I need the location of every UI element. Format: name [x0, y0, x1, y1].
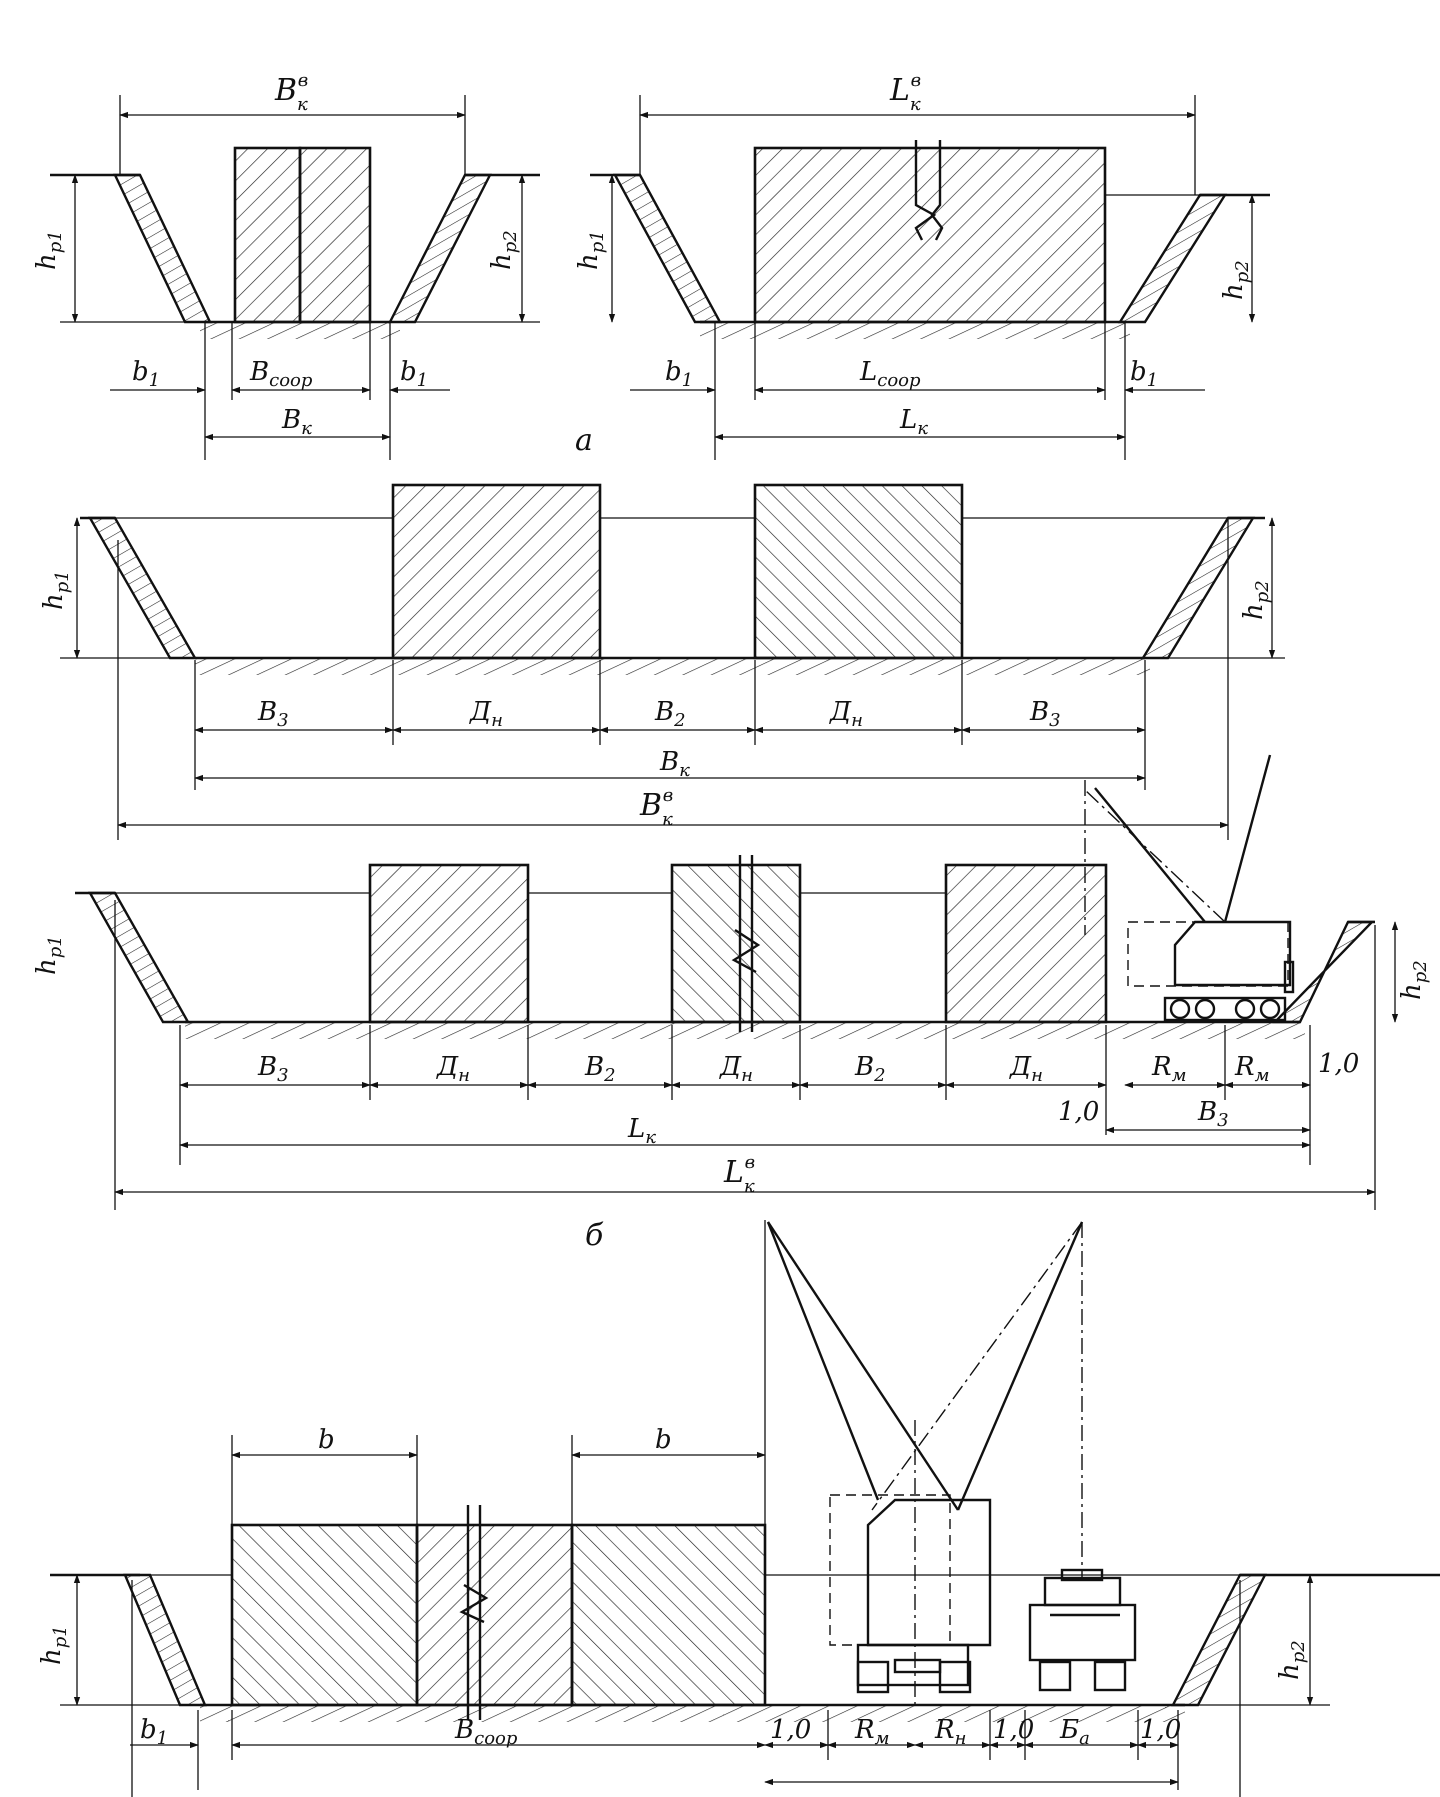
svg-text:B2: B2 — [654, 697, 686, 731]
panel-a-labels: Bкв Lкв hp1 hp2 hp1 hp2 b1 Bсоор b1 Bк b… — [32, 70, 1253, 458]
svg-text:hp2: hp2 — [1219, 260, 1253, 300]
panel-v-section — [50, 1220, 1440, 1797]
crawler-crane-icon — [1084, 754, 1295, 1022]
svg-text:hp1: hp1 — [32, 230, 66, 270]
svg-text:Дн: Дн — [1009, 1052, 1043, 1086]
truck-icon — [1028, 1568, 1137, 1692]
svg-text:hp1: hp1 — [32, 935, 66, 975]
svg-text:Rн: Rн — [934, 1715, 966, 1749]
svg-text:b1: b1 — [665, 357, 693, 391]
svg-text:Bкв: Bкв — [639, 785, 673, 830]
panel-a-section-length — [590, 95, 1270, 460]
svg-text:b1: b1 — [400, 357, 428, 391]
foundation-block-icon — [233, 146, 302, 324]
panel-b-lower-section — [75, 754, 1399, 1210]
svg-text:hp1: hp1 — [574, 230, 608, 270]
svg-text:Ба: Ба — [1059, 1715, 1090, 1749]
panel-b-caption: б — [585, 1218, 604, 1253]
crawler-crane-icon — [764, 1220, 1084, 1705]
svg-text:B3: B3 — [1029, 697, 1061, 731]
svg-text:1,0: 1,0 — [1318, 1049, 1359, 1079]
svg-text:Rм: Rм — [1234, 1052, 1270, 1086]
svg-text:hp2: hp2 — [1397, 960, 1431, 1000]
svg-text:Lсоор: Lсоор — [859, 357, 921, 391]
svg-text:hp1: hp1 — [37, 1625, 71, 1665]
svg-text:b1: b1 — [140, 1715, 168, 1749]
svg-text:Lкв: Lкв — [889, 70, 921, 115]
svg-text:Bк: Bк — [281, 405, 312, 439]
panel-b-upper-section — [60, 483, 1285, 840]
svg-text:Bк: Bк — [659, 747, 690, 781]
svg-text:B3: B3 — [257, 697, 289, 731]
svg-text:Bсоор: Bсоор — [249, 357, 313, 391]
excavation-slope-icon — [113, 173, 212, 324]
svg-text:b: b — [655, 1425, 672, 1455]
svg-text:Lк: Lк — [899, 405, 928, 439]
svg-text:1,0: 1,0 — [1058, 1097, 1099, 1127]
svg-text:1,0: 1,0 — [1140, 1715, 1181, 1745]
svg-text:b1: b1 — [132, 357, 160, 391]
panel-b-upper-labels: hp1 hp2 B3 Дн B2 Дн B3 Bк Bкв — [39, 570, 1273, 830]
svg-text:Lк: Lк — [627, 1114, 656, 1148]
panel-a-section-width — [50, 95, 540, 460]
svg-text:B3: B3 — [1197, 1097, 1229, 1131]
svg-text:Дн: Дн — [469, 697, 503, 731]
svg-text:hp2: hp2 — [1275, 1640, 1309, 1680]
svg-text:Bсоор: Bсоор — [454, 1715, 518, 1749]
svg-text:hp2: hp2 — [1239, 580, 1273, 620]
svg-text:b1: b1 — [1130, 357, 1158, 391]
svg-text:Lкв: Lкв — [723, 1152, 755, 1197]
svg-text:Дн: Дн — [829, 697, 863, 731]
svg-text:Rм: Rм — [1151, 1052, 1187, 1086]
svg-text:Дн: Дн — [719, 1052, 753, 1086]
svg-text:1,0: 1,0 — [770, 1715, 811, 1745]
svg-text:B2: B2 — [854, 1052, 886, 1086]
panel-v-labels: b b hp1 hp2 b1 Bсоор 1,0 Rм Rн 1,0 Ба 1,… — [37, 1425, 1309, 1749]
panel-a-caption: а — [575, 423, 593, 458]
svg-text:B3: B3 — [257, 1052, 289, 1086]
svg-text:hp1: hp1 — [39, 570, 73, 610]
svg-text:b: b — [318, 1425, 335, 1455]
svg-text:Дн: Дн — [436, 1052, 470, 1086]
svg-text:B2: B2 — [584, 1052, 616, 1086]
panel-b-lower-labels: hp1 hp2 B3 Дн B2 Дн B2 Дн Rм Rм 1,0 1,0 … — [32, 935, 1431, 1253]
svg-text:1,0: 1,0 — [993, 1715, 1034, 1745]
svg-text:hp2: hp2 — [487, 230, 521, 270]
svg-text:Bкв: Bкв — [274, 70, 308, 115]
svg-text:Rм: Rм — [854, 1715, 890, 1749]
